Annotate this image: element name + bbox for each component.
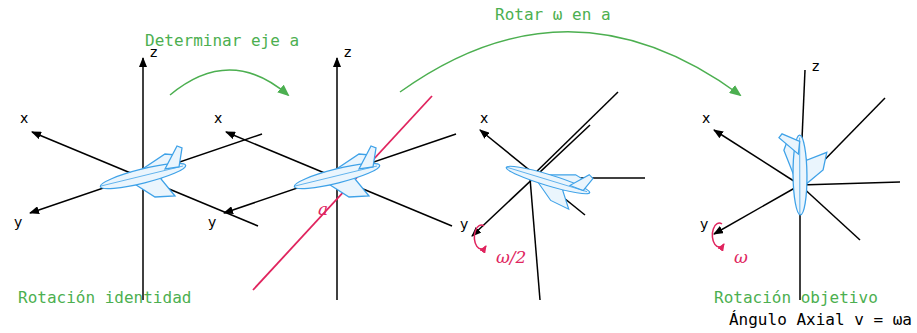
axis-label: y — [700, 216, 708, 232]
axis-label: y — [208, 214, 216, 230]
axis-label: z — [812, 58, 819, 74]
axis-label: x — [702, 110, 710, 126]
axis-name: a — [318, 200, 328, 220]
axis-label: y — [14, 214, 22, 230]
step-label: Determinar eje a — [145, 32, 299, 50]
state-label: Rotación identidad — [18, 289, 191, 307]
step-label: Rotar ω en a — [495, 6, 611, 24]
axis-label: z — [344, 44, 351, 60]
angle-label: ω — [734, 248, 748, 268]
state-label: Rotación objetivo — [714, 289, 878, 307]
angle-label: ω/2 — [496, 248, 526, 268]
axis-label: z — [150, 44, 157, 60]
axis-label: y — [460, 216, 468, 232]
axis-label: x — [214, 110, 222, 126]
axis-label: x — [480, 110, 488, 126]
axis-label: x — [20, 110, 28, 126]
formula-label: Ángulo Axial v = ωa — [729, 311, 912, 329]
